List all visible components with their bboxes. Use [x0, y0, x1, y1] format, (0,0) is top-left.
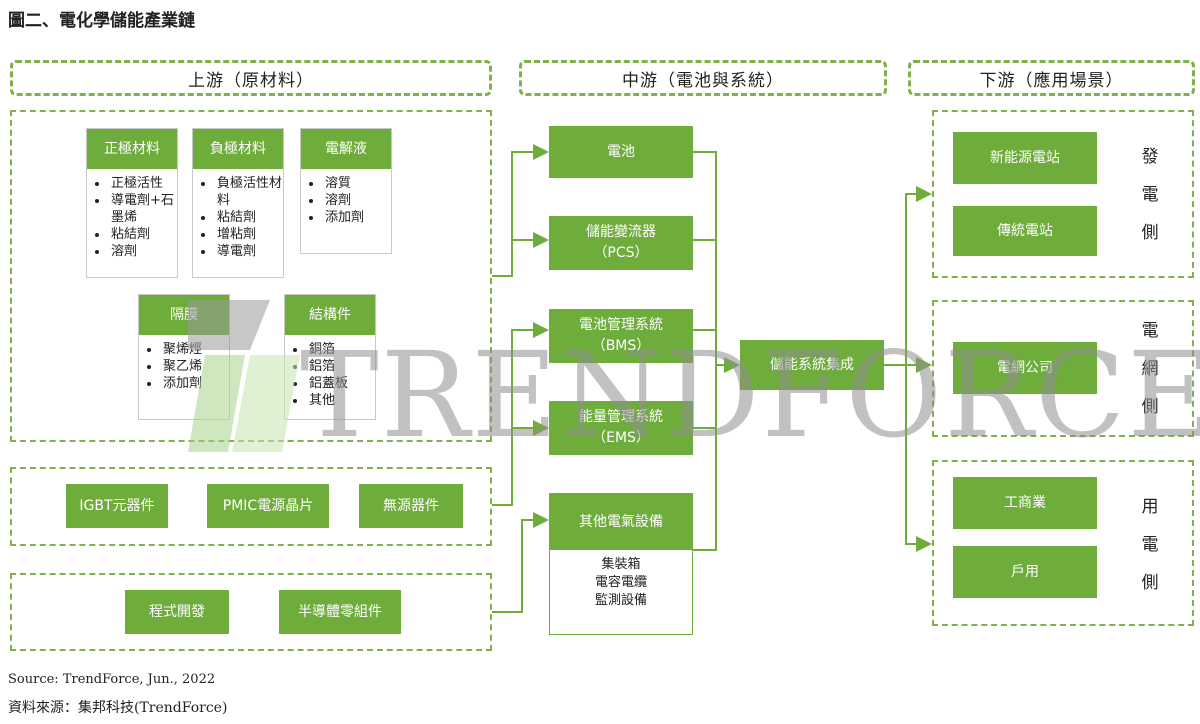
material-item: 增粘劑: [215, 226, 283, 243]
material-title: 電解液: [301, 129, 391, 169]
downstream-box: 工商業: [953, 477, 1097, 529]
other-equipment-item: 集裝箱: [601, 557, 641, 572]
downstream-header: 下游（應用場景）: [908, 60, 1195, 96]
other-equipment-item: 監測設備: [594, 593, 647, 608]
mid-box-label: 能量管理系統: [579, 409, 663, 425]
material-item: 導電劑: [215, 243, 283, 260]
material-item: 粘結劑: [109, 226, 177, 243]
downstream-box: 電網公司: [953, 342, 1097, 394]
other-equipment-item: 電容電纜: [594, 575, 647, 590]
software-box: 程式開發: [125, 590, 229, 634]
side-char: 側: [1141, 397, 1159, 417]
material-title: 正極材料: [87, 129, 177, 169]
material-card: 電解液 溶質 溶劑 添加劑: [300, 128, 392, 254]
mid-box-bms: 電池管理系統 （BMS）: [549, 309, 693, 363]
material-item: 粘結劑: [215, 209, 283, 226]
figure-title: 圖二、電化學儲能產業鏈: [8, 11, 195, 31]
side-char: 電: [1141, 321, 1159, 341]
material-item: 正極活性: [109, 175, 177, 192]
component-box: PMIC電源晶片: [207, 484, 329, 528]
upstream-header: 上游（原材料）: [10, 60, 492, 96]
integration-box: 儲能系統集成: [740, 340, 884, 390]
material-item: 鋁箔: [307, 358, 375, 375]
material-card: 負極材料 負極活性材料 粘結劑 增粘劑 導電劑: [192, 128, 284, 278]
material-item: 其他: [307, 392, 375, 409]
source-chinese: 資料來源：集邦科技(TrendForce): [8, 700, 228, 716]
material-item: 添加劑: [323, 209, 391, 226]
material-item: 溶劑: [323, 192, 391, 209]
side-label-generation: 發 電 側: [1138, 138, 1162, 252]
downstream-group: [932, 300, 1194, 437]
mid-box-label: 儲能變流器: [586, 224, 656, 240]
mid-box-sub: （BMS）: [591, 338, 651, 354]
mid-box-ems: 能量管理系統 （EMS）: [549, 401, 693, 455]
mid-box-label: 電池: [607, 143, 635, 160]
component-box: IGBT元器件: [66, 484, 168, 528]
material-item: 溶劑: [109, 243, 177, 260]
components-group: [10, 467, 492, 546]
mid-box-other: 其他電氣設備 集裝箱 電容電纜 監測設備: [549, 493, 693, 635]
midstream-header: 中游（電池與系統）: [519, 60, 887, 96]
mid-box-pcs: 儲能變流器 （PCS）: [549, 216, 693, 270]
material-title: 結構件: [285, 295, 375, 335]
downstream-group: [932, 460, 1194, 626]
mid-box-sub: （PCS）: [593, 245, 649, 261]
side-char: 網: [1141, 359, 1159, 379]
material-item: 溶質: [323, 175, 391, 192]
material-item: 銅箔: [307, 341, 375, 358]
side-label-grid: 電 網 側: [1138, 312, 1162, 426]
software-group: [10, 573, 492, 651]
side-char: 側: [1141, 223, 1159, 243]
software-box: 半導體零組件: [279, 590, 401, 634]
downstream-box: 新能源電站: [953, 132, 1097, 184]
material-title: 負極材料: [193, 129, 283, 169]
side-char: 電: [1141, 535, 1159, 555]
material-item: 鋁蓋板: [307, 375, 375, 392]
material-card: 正極材料 正極活性 導電劑+石墨烯 粘結劑 溶劑: [86, 128, 178, 278]
mid-box-sub: （EMS）: [592, 430, 650, 446]
material-item: 負極活性材料: [215, 175, 283, 209]
downstream-box: 傳統電站: [953, 206, 1097, 256]
side-char: 側: [1141, 573, 1159, 593]
side-char: 電: [1141, 185, 1159, 205]
component-box: 無源器件: [359, 484, 463, 528]
side-char: 用: [1141, 497, 1159, 517]
mid-box-label: 電池管理系統: [579, 317, 663, 333]
source-english: Source: TrendForce, Jun., 2022: [8, 672, 216, 687]
side-label-user: 用 電 側: [1138, 488, 1162, 602]
side-char: 發: [1141, 147, 1159, 167]
downstream-box: 戶用: [953, 546, 1097, 598]
downstream-group: [932, 110, 1194, 278]
mid-box-label: 其他電氣設備: [550, 494, 692, 550]
material-item: 導電劑+石墨烯: [109, 192, 177, 226]
mid-box-battery: 電池: [549, 126, 693, 178]
